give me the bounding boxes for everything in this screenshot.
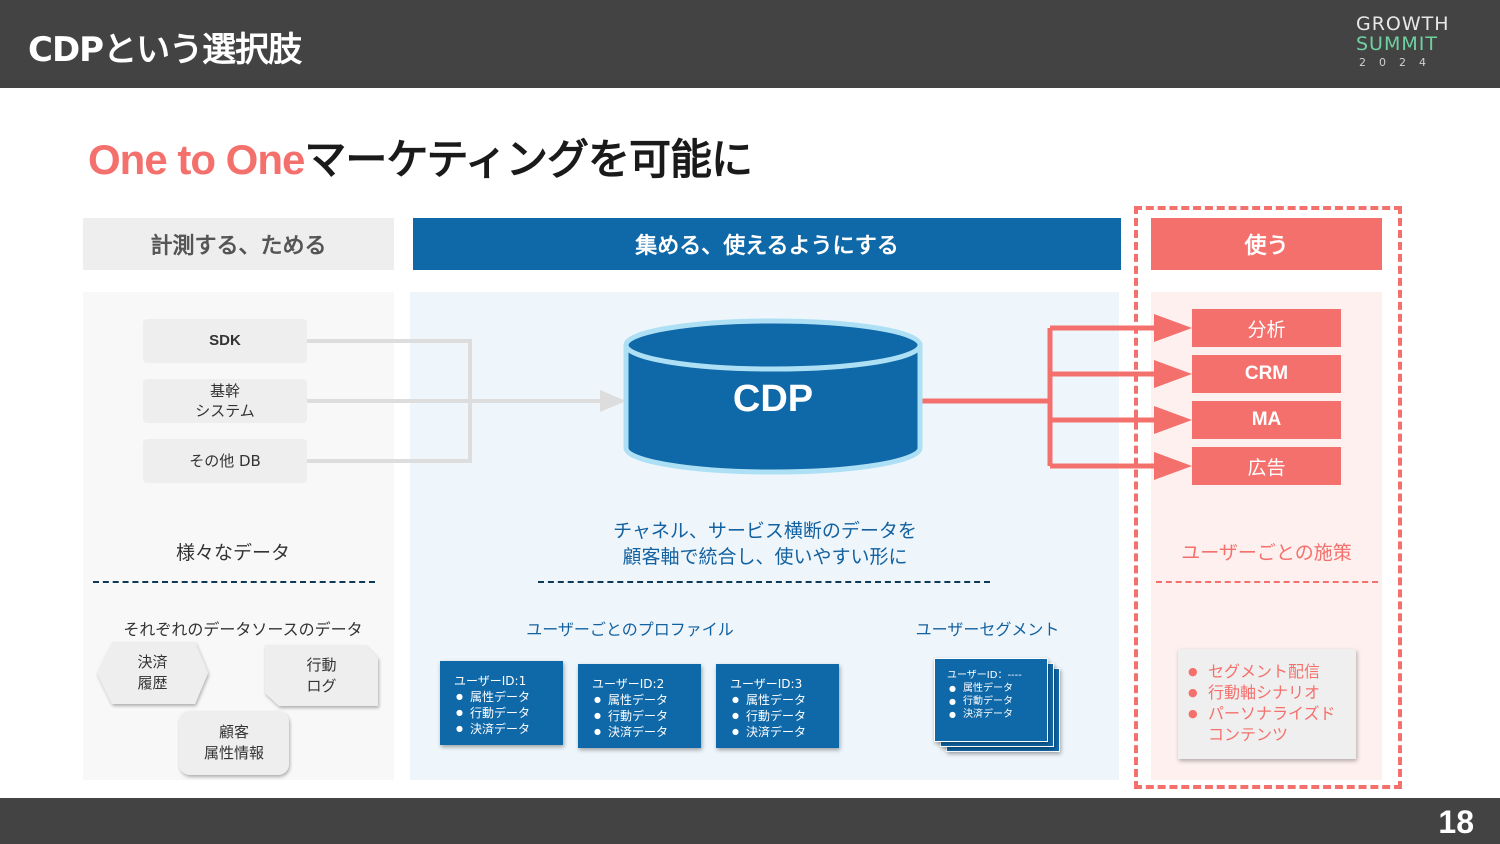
header-bar (0, 0, 1500, 88)
cdp-cylinder (623, 318, 923, 475)
label-user-measures: ユーザーごとの施策 (1181, 542, 1352, 564)
label-user-segment: ユーザーセグメント (915, 620, 1060, 639)
chip-customer-attributes: 顧客 属性情報 (203, 723, 264, 762)
slide-title-rest: マーケティングを可能に (304, 135, 753, 184)
slide-title-accent: One to One (88, 136, 305, 183)
page-number: 18 (1438, 804, 1474, 840)
segment-card-item: 属性データ (947, 682, 1047, 695)
measure-item: 行動軸シナリオ (1186, 682, 1356, 703)
profile-card-title: ユーザーID:1 (454, 674, 527, 688)
source-core-system-label: 基幹 システム (195, 382, 255, 420)
profile-card: ユーザーID:2 属性データ 行動データ 決済データ (578, 664, 701, 748)
output-analysis: 分析 (1192, 309, 1341, 347)
measure-item: パーソナライズド (1186, 703, 1356, 724)
chip-customer-attr-shape (179, 711, 289, 775)
arrowhead-ad (1154, 452, 1192, 480)
label-user-profile: ユーザーごとのプロファイル (526, 620, 734, 639)
slide-title: One to Oneマーケティングを可能に (88, 126, 753, 187)
divider-left (93, 581, 375, 583)
output-ma: MA (1192, 401, 1341, 439)
cdp-label: CDP (732, 378, 814, 420)
output-connectors (920, 325, 1160, 469)
profile-card-item: 決済データ (592, 724, 701, 740)
chip-action-log: 行動 ログ (306, 655, 337, 695)
footer-bar (0, 798, 1500, 844)
profile-card-item: 行動データ (592, 708, 701, 724)
column-header-measure: 計測する、ためる (83, 218, 394, 270)
profile-card-item: 属性データ (454, 689, 563, 705)
profile-card: ユーザーID:1 属性データ 行動データ 決済データ (440, 661, 563, 745)
slide-section-title: CDPという選択肢 (28, 30, 302, 70)
chip-payment-history: 決済 履歴 (137, 653, 168, 692)
column-header-collect: 集める、使えるようにする (413, 218, 1121, 270)
profile-card-title: ユーザーID:3 (730, 677, 803, 691)
measure-item-continuation: コンテンツ (1208, 725, 1289, 744)
output-crm: CRM (1192, 355, 1341, 393)
divider-right (1156, 581, 1378, 583)
segment-card: ユーザーID：---- 属性データ 行動データ 決済データ (934, 658, 1048, 742)
profile-card-item: 決済データ (454, 721, 563, 737)
profile-card-item: 行動データ (454, 705, 563, 721)
logo-line-2: SUMMIT (1356, 33, 1438, 55)
measure-item: セグメント配信 (1186, 661, 1356, 682)
segment-card-item: 行動データ (947, 695, 1047, 708)
logo-line-3: 2024 (1359, 56, 1439, 69)
source-core-system: 基幹 システム (143, 379, 307, 423)
profile-card-title: ユーザーID:2 (592, 677, 665, 691)
arrowhead-ma (1154, 406, 1192, 434)
label-various-data: 様々なデータ (175, 542, 290, 564)
source-other-db: その他 DB (143, 439, 307, 483)
profile-card-item: 属性データ (592, 692, 701, 708)
label-integration: チャネル、サービス横断のデータを 顧客軸で統合し、使いやすい形に (613, 520, 917, 568)
connector-sdk (307, 339, 472, 401)
segment-card-item: 決済データ (947, 708, 1047, 721)
chip-action-log-shape (265, 645, 378, 706)
column-header-use: 使う (1151, 218, 1382, 270)
label-each-source: それぞれのデータソースのデータ (123, 620, 363, 639)
profile-card-item: 決済データ (730, 724, 839, 740)
growth-summit-logo: GROWTH SUMMIT 2024 (1356, 14, 1466, 76)
source-sdk: SDK (143, 319, 307, 363)
measures-list-box: セグメント配信 行動軸シナリオ パーソナライズド コンテンツ (1178, 649, 1356, 759)
profile-card: ユーザーID:3 属性データ 行動データ 決済データ (716, 664, 839, 748)
divider-mid (538, 581, 990, 583)
segment-card-title: ユーザーID：---- (947, 670, 1022, 681)
chip-payment-history-shape (97, 642, 208, 704)
profile-card-item: 属性データ (730, 692, 839, 708)
source-connectors (307, 339, 602, 463)
use-highlight-frame (1134, 206, 1402, 789)
arrowhead-analysis (1154, 314, 1192, 342)
connector-other (307, 401, 472, 463)
output-advertising: 広告 (1192, 447, 1341, 485)
arrowhead-crm (1154, 360, 1192, 388)
arrowhead-to-cdp (600, 390, 626, 412)
logo-line-1: GROWTH (1356, 13, 1450, 35)
profile-card-item: 行動データ (730, 708, 839, 724)
